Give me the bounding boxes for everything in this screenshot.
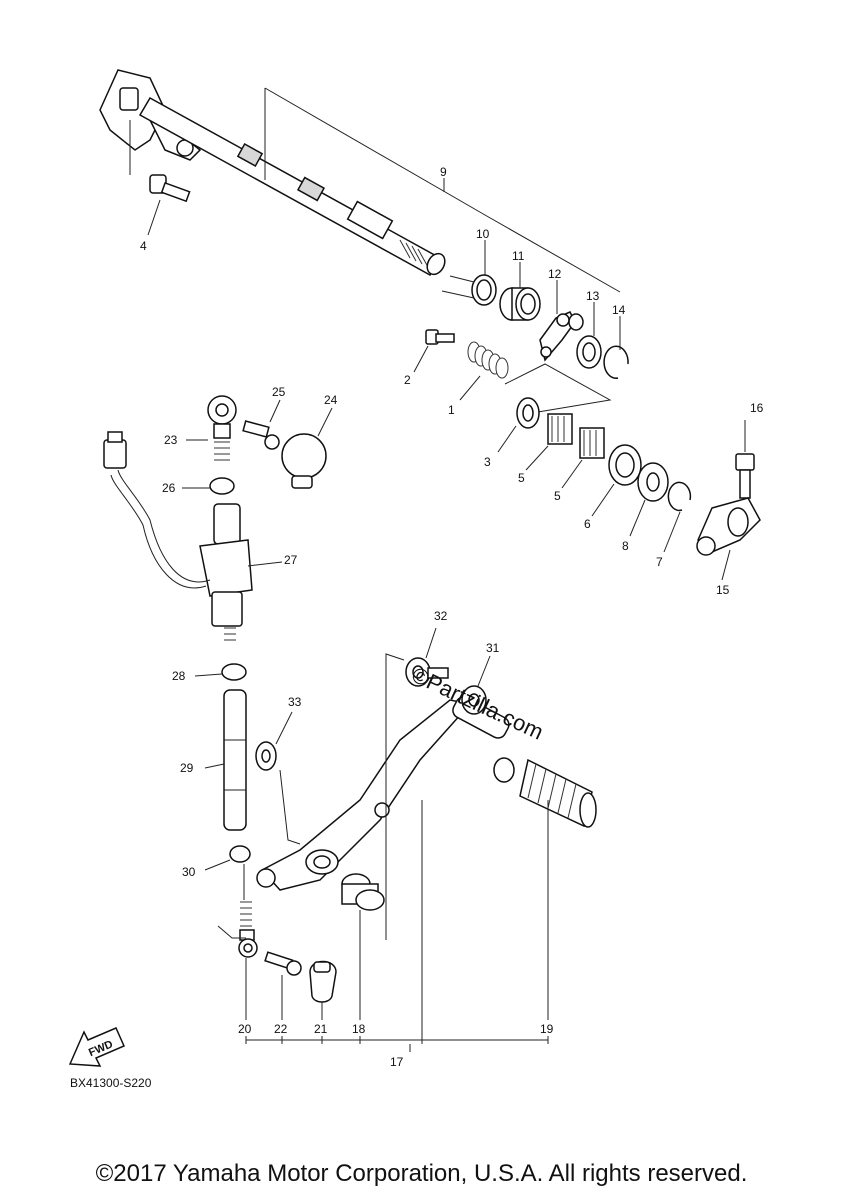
part-1-spring <box>459 341 612 416</box>
callout-labels: 1 2 3 4 5 5 6 7 8 9 10 11 12 13 14 15 16… <box>140 165 764 1069</box>
part-16-bolt <box>735 420 755 499</box>
part-20-rod-end <box>217 901 258 1020</box>
callout-9: 9 <box>440 165 447 179</box>
callout-17: 17 <box>390 1055 404 1069</box>
part-22-bolt <box>264 951 302 1020</box>
callout-2: 2 <box>404 373 411 387</box>
part-4-bolt <box>129 120 191 236</box>
bracket-17 <box>245 800 549 1052</box>
callout-27: 27 <box>284 553 298 567</box>
callout-8: 8 <box>622 539 629 553</box>
callout-22: 22 <box>274 1022 288 1036</box>
callout-30: 30 <box>182 865 196 879</box>
callout-19: 19 <box>540 1022 554 1036</box>
callout-33: 33 <box>288 695 302 709</box>
part-19-rubber <box>519 758 597 1020</box>
callout-23: 23 <box>164 433 178 447</box>
part-12-lever <box>539 280 584 362</box>
callout-1: 1 <box>448 403 455 417</box>
callout-13: 13 <box>586 289 600 303</box>
callout-28: 28 <box>172 669 186 683</box>
part-14-circlip <box>603 316 629 379</box>
part-25-bolt <box>242 399 281 450</box>
part-2-bolt <box>413 329 455 373</box>
part-10-spring <box>441 240 497 306</box>
part-18-bushing <box>341 873 385 1020</box>
part-26-nut <box>182 477 235 495</box>
shift-shaft <box>99 69 446 277</box>
callout-12: 12 <box>548 267 562 281</box>
callout-3: 3 <box>484 455 491 469</box>
callout-5b: 5 <box>554 489 561 503</box>
part-6-seal <box>591 444 642 517</box>
callout-4: 4 <box>140 239 147 253</box>
part-5-bearings <box>525 413 605 489</box>
diagram-code: BX41300-S220 <box>70 1076 152 1090</box>
part-29-rod <box>204 689 247 831</box>
callout-20: 20 <box>238 1022 252 1036</box>
callout-32: 32 <box>434 609 448 623</box>
fwd-arrow-icon: FWD <box>68 1027 125 1067</box>
part-8-washer <box>629 462 669 537</box>
part-21-boot <box>309 960 337 1020</box>
part-23-rod-end <box>186 395 237 461</box>
part-7-circlip <box>663 481 692 553</box>
part-24-boot <box>281 407 333 489</box>
copyright-notice: ©2017 Yamaha Motor Corporation, U.S.A. A… <box>95 1160 748 1187</box>
callout-25: 25 <box>272 385 286 399</box>
part-13-washer <box>576 302 602 369</box>
callout-31: 31 <box>486 641 500 655</box>
callout-29: 29 <box>180 761 194 775</box>
part-15-arm <box>696 497 761 581</box>
callout-15: 15 <box>716 583 730 597</box>
callout-16: 16 <box>750 401 764 415</box>
callout-6: 6 <box>584 517 591 531</box>
callout-5a: 5 <box>518 471 525 485</box>
part-28-nut <box>194 663 247 681</box>
callout-10: 10 <box>476 227 490 241</box>
callout-24: 24 <box>324 393 338 407</box>
part-32-31-washers <box>385 627 491 940</box>
callout-7: 7 <box>656 555 663 569</box>
callout-11: 11 <box>512 249 525 263</box>
callout-14: 14 <box>612 303 626 317</box>
bracket-9 <box>264 87 621 293</box>
part-33-washer <box>255 711 301 845</box>
part-3-washer <box>497 397 540 453</box>
callout-18: 18 <box>352 1022 366 1036</box>
part-30-nut <box>204 845 251 900</box>
part-27-sensor <box>103 431 283 641</box>
callout-26: 26 <box>162 481 176 495</box>
part-11-collar <box>499 262 541 321</box>
callout-21: 21 <box>314 1022 328 1036</box>
